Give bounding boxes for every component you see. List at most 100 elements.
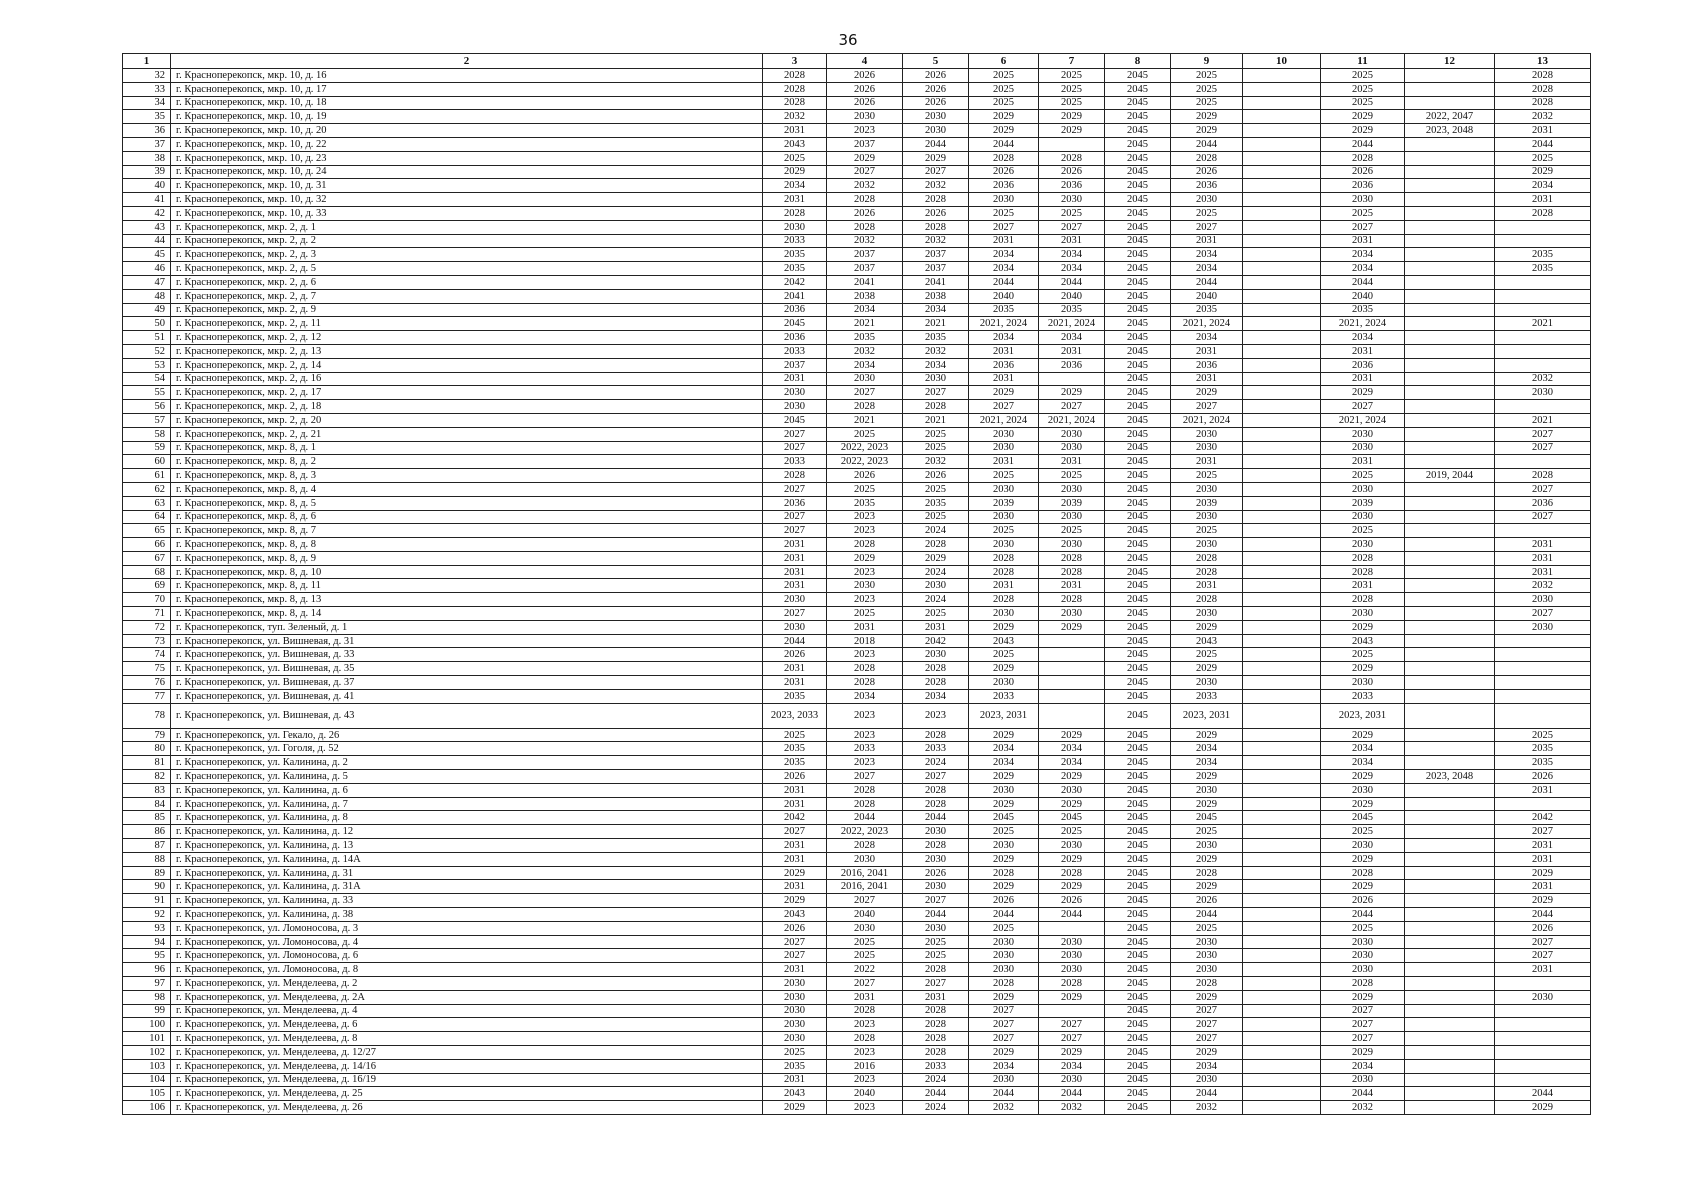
- year-cell-col-8: 2045: [1104, 481, 1171, 497]
- year-cell-col-13: 2030: [1494, 619, 1591, 635]
- year-cell-col-9: 2044: [1170, 136, 1243, 152]
- year-cell-col-13: 2027: [1494, 934, 1591, 950]
- year-cell-col-13: 2030: [1494, 989, 1591, 1005]
- year-cell-col-11: 2029: [1320, 796, 1405, 812]
- year-cell-col-11: 2026: [1320, 893, 1405, 909]
- year-cell-col-4: 2022, 2023: [826, 824, 903, 840]
- year-cell-col-4: 2021: [826, 316, 903, 332]
- year-cell-col-3: 2029: [762, 1100, 827, 1115]
- year-cell-col-11: 2027: [1320, 399, 1405, 414]
- row-number-cell: 100: [122, 1017, 171, 1033]
- year-cell-col-8: 2045: [1104, 619, 1171, 635]
- year-cell-col-9: 2031: [1170, 343, 1243, 359]
- address-cell: г. Красноперекопск, ул. Вишневая, д. 37: [170, 675, 763, 690]
- year-cell-col-3: 2027: [762, 509, 827, 525]
- year-cell-col-12: [1404, 440, 1495, 456]
- year-cell-col-13: [1494, 1031, 1591, 1046]
- year-cell-col-7: 2029: [1038, 879, 1105, 895]
- year-cell-col-3: 2028: [762, 68, 827, 83]
- year-cell-col-6: 2027: [968, 219, 1039, 235]
- row-number-cell: 98: [122, 989, 171, 1005]
- year-cell-col-7: 2030: [1038, 948, 1105, 964]
- year-cell-col-4: 2026: [826, 81, 903, 97]
- year-cell-col-10: [1242, 440, 1321, 456]
- year-cell-col-10: [1242, 454, 1321, 470]
- address-cell: г. Красноперекопск, ул. Менделеева, д. 6: [170, 1017, 763, 1033]
- year-cell-col-7: 2029: [1038, 109, 1105, 125]
- year-cell-col-13: 2032: [1494, 578, 1591, 594]
- year-cell-col-7: 2036: [1038, 357, 1105, 373]
- year-cell-col-4: 2044: [826, 810, 903, 826]
- year-cell-col-12: [1404, 495, 1495, 511]
- row-number-cell: 102: [122, 1044, 171, 1060]
- address-cell: г. Красноперекопск, мкр. 2, д. 11: [170, 316, 763, 332]
- year-cell-col-7: 2035: [1038, 302, 1105, 318]
- year-cell-col-9: 2045: [1170, 810, 1243, 826]
- year-cell-col-12: 2023, 2048: [1404, 769, 1495, 784]
- year-cell-col-9: 2030: [1170, 481, 1243, 497]
- year-cell-col-8: 2045: [1104, 893, 1171, 909]
- year-cell-col-11: 2025: [1320, 647, 1405, 663]
- row-number-cell: 52: [122, 343, 171, 359]
- year-cell-col-3: 2031: [762, 879, 827, 895]
- year-cell-col-3: 2030: [762, 989, 827, 1005]
- year-cell-col-12: [1404, 330, 1495, 345]
- address-cell: г. Красноперекопск, ул. Калинина, д. 13: [170, 838, 763, 853]
- year-cell-col-5: 2028: [902, 962, 969, 977]
- row-number-cell: 56: [122, 399, 171, 414]
- year-cell-col-12: [1404, 1003, 1495, 1019]
- year-cell-col-5: 2041: [902, 274, 969, 290]
- year-cell-col-13: 2044: [1494, 907, 1591, 922]
- year-cell-col-9: 2029: [1170, 796, 1243, 812]
- year-cell-col-6: 2028: [968, 976, 1039, 991]
- year-cell-col-13: 2031: [1494, 550, 1591, 566]
- year-cell-col-4: 2028: [826, 838, 903, 853]
- row-number-cell: 38: [122, 150, 171, 166]
- year-cell-col-8: 2045: [1104, 550, 1171, 566]
- year-cell-col-11: 2029: [1320, 851, 1405, 867]
- year-cell-col-3: 2035: [762, 755, 827, 771]
- row-number-cell: 36: [122, 123, 171, 138]
- year-cell-col-11: 2036: [1320, 357, 1405, 373]
- year-cell-col-6: 2030: [968, 838, 1039, 853]
- address-cell: г. Красноперекопск, мкр. 2, д. 3: [170, 247, 763, 263]
- year-cell-col-13: 2029: [1494, 1100, 1591, 1115]
- year-cell-col-7: 2034: [1038, 261, 1105, 276]
- year-cell-col-7: 2028: [1038, 592, 1105, 608]
- year-cell-col-13: 2031: [1494, 192, 1591, 207]
- year-cell-col-8: 2045: [1104, 537, 1171, 552]
- year-cell-col-6: 2029: [968, 989, 1039, 1005]
- year-cell-col-4: 2023: [826, 1017, 903, 1033]
- year-cell-col-13: [1494, 675, 1591, 690]
- year-cell-col-3: 2031: [762, 838, 827, 853]
- address-cell: г. Красноперекопск, мкр. 10, д. 19: [170, 109, 763, 125]
- year-cell-col-5: 2025: [902, 934, 969, 950]
- year-cell-col-13: [1494, 233, 1591, 249]
- year-cell-col-6: 2029: [968, 769, 1039, 784]
- year-cell-col-12: [1404, 893, 1495, 909]
- year-cell-col-3: 2043: [762, 1086, 827, 1102]
- year-cell-col-11: 2030: [1320, 1072, 1405, 1088]
- year-cell-col-6: 2030: [968, 509, 1039, 525]
- address-cell: г. Красноперекопск, ул. Калинина, д. 5: [170, 769, 763, 784]
- address-cell: г. Красноперекопск, ул. Калинина, д. 14А: [170, 851, 763, 867]
- year-cell-col-6: 2029: [968, 851, 1039, 867]
- year-cell-col-13: 2029: [1494, 865, 1591, 881]
- year-cell-col-3: 2027: [762, 824, 827, 840]
- year-cell-col-11: 2036: [1320, 178, 1405, 194]
- year-cell-col-11: 2027: [1320, 1003, 1405, 1019]
- address-cell: г. Красноперекопск, мкр. 10, д. 24: [170, 164, 763, 180]
- year-cell-col-12: [1404, 824, 1495, 840]
- year-cell-col-13: 2036: [1494, 495, 1591, 511]
- year-cell-col-4: 2037: [826, 136, 903, 152]
